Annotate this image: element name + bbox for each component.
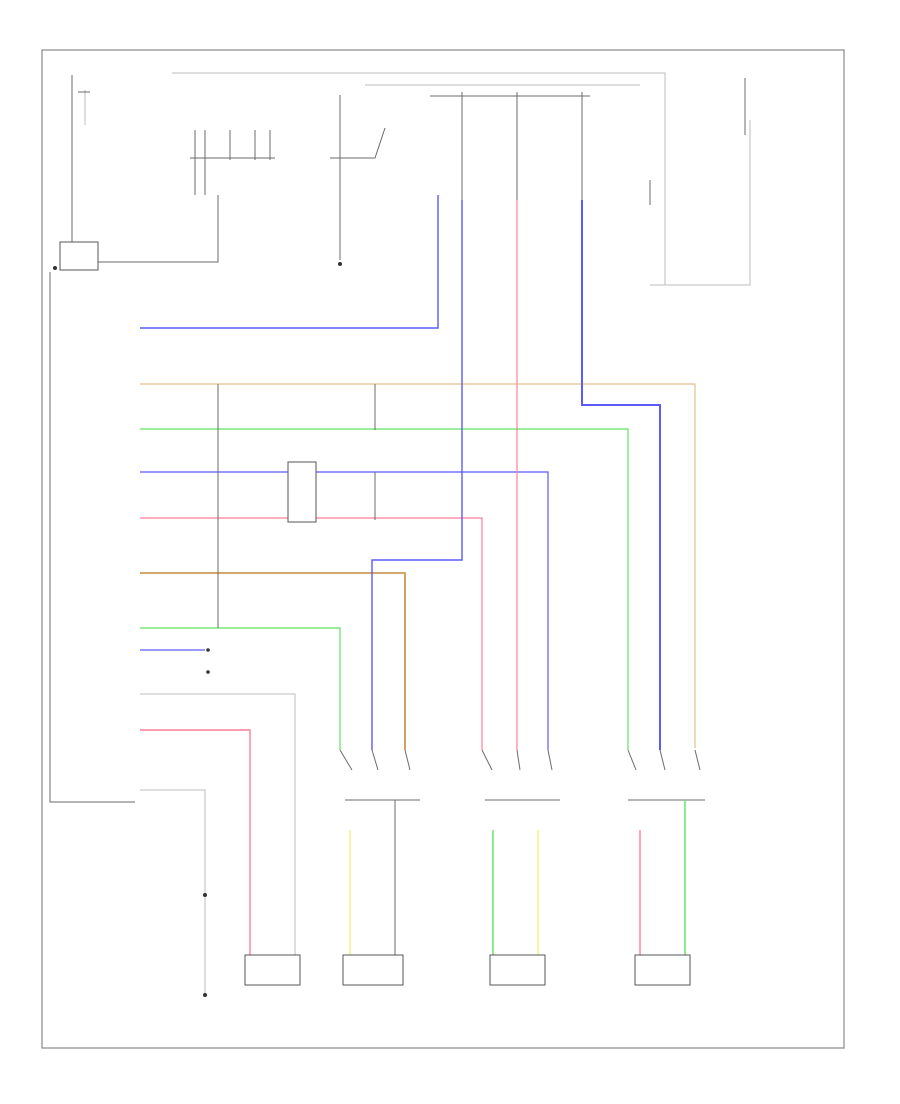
green-wire-low bbox=[140, 627, 341, 750]
pink-wire-low bbox=[140, 729, 251, 955]
actuator-left-wires bbox=[339, 749, 420, 801]
actuator-group-right bbox=[627, 749, 705, 801]
switch-cluster bbox=[190, 130, 275, 195]
fuse-left-wire bbox=[71, 75, 95, 246]
actuator-right-wires bbox=[627, 749, 705, 801]
grey-wire-bottom bbox=[140, 789, 206, 995]
green-wire bbox=[140, 428, 629, 750]
fuse-box-left bbox=[71, 75, 95, 246]
diagram-border bbox=[41, 49, 845, 1049]
ground-dot-1 bbox=[203, 893, 207, 897]
motor-front-right bbox=[342, 954, 404, 986]
blue-wire-right bbox=[581, 200, 661, 750]
brown-wire bbox=[140, 572, 406, 750]
pink-wire-mid bbox=[140, 517, 483, 750]
switch-wires bbox=[194, 130, 271, 195]
blue-wire-mid bbox=[140, 471, 549, 750]
grey-wire-low bbox=[140, 693, 296, 955]
actuator-mid-wires bbox=[481, 749, 560, 801]
ground-dot-2 bbox=[203, 993, 207, 997]
connector-dot-yellow bbox=[206, 670, 210, 674]
ground-center bbox=[330, 95, 386, 266]
left-main-bus bbox=[49, 272, 135, 803]
relay-box bbox=[59, 241, 99, 271]
door-lock-switch-box bbox=[287, 461, 317, 523]
blue-wire-top bbox=[140, 195, 439, 329]
motor-front-left bbox=[244, 954, 301, 986]
actuator-group-left bbox=[339, 749, 420, 801]
door-lock-relay bbox=[53, 195, 219, 271]
connector-dots bbox=[206, 648, 210, 674]
relay-line bbox=[98, 195, 219, 263]
blue-wire-long bbox=[371, 200, 463, 750]
tan-wire bbox=[140, 383, 696, 748]
ground-center-dot bbox=[338, 262, 342, 266]
connector-dot-blue bbox=[206, 648, 210, 652]
motor-rear-left bbox=[489, 954, 546, 986]
relay-ground-dot bbox=[53, 266, 57, 270]
top-harness-line bbox=[172, 72, 666, 285]
motor-rear-right bbox=[634, 954, 691, 986]
right-relay-grey bbox=[650, 120, 751, 286]
actuator-group-mid bbox=[481, 749, 560, 801]
switch-center bbox=[330, 127, 386, 159]
